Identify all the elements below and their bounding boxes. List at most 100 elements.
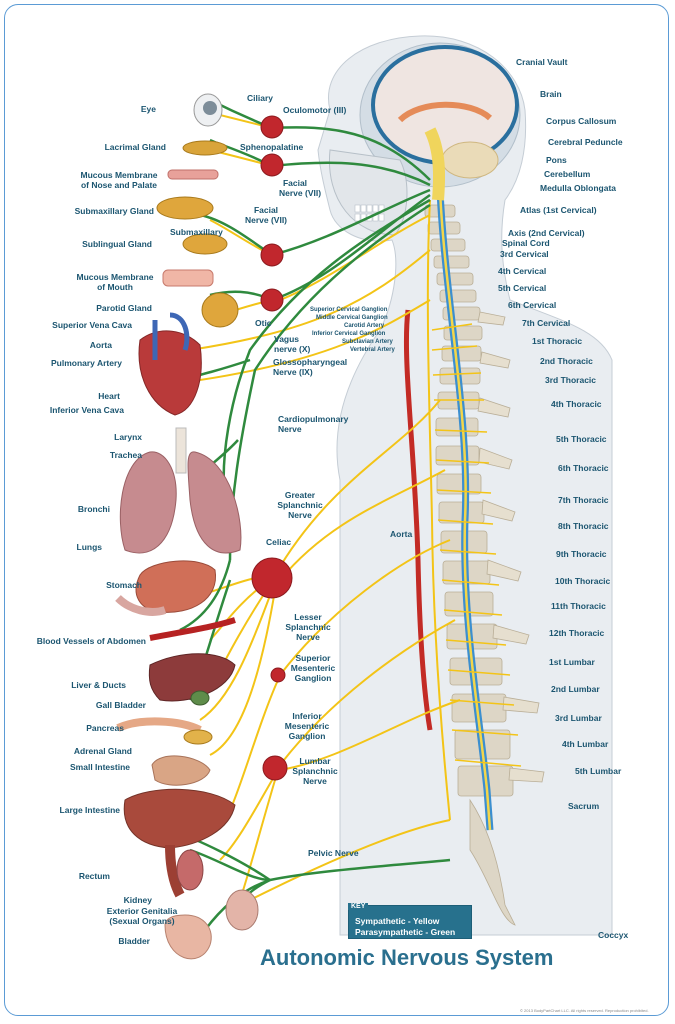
label-cranial-vault: Cranial Vault — [516, 57, 568, 67]
label-t5: 5th Thoracic — [556, 434, 607, 444]
spinal-processes — [477, 311, 545, 783]
trachea-organ — [175, 427, 187, 474]
label-brain: Brain — [540, 89, 562, 99]
label-pons: Pons — [546, 155, 567, 165]
pancreas-organ — [116, 717, 202, 734]
organs — [115, 93, 259, 960]
label-gall-bladder: Gall Bladder — [95, 700, 146, 710]
left-lung-organ — [119, 451, 177, 554]
celiac-ganglion — [251, 557, 293, 599]
label-inferior-vena-cava: Inferior Vena Cava — [49, 405, 124, 415]
label-pancreas: Pancreas — [86, 723, 124, 733]
ciliary-ganglion — [260, 115, 284, 139]
label-carotid: Carotid Artery — [344, 323, 385, 329]
label-coccyx: Coccyx — [598, 930, 629, 940]
label-submaxillary-gland: Submaxillary Gland — [74, 206, 154, 216]
label-pulmonary-artery: Pulmonary Artery — [50, 358, 122, 368]
label-l5: 5th Lumbar — [575, 766, 622, 776]
liver-organ — [148, 653, 236, 702]
label-middle-cervical: Middle Cervical Ganglion — [316, 315, 388, 321]
teeth — [354, 204, 385, 222]
label-spinal-cord: Spinal Cord — [502, 238, 550, 248]
label-t1: 1st Thoracic — [532, 336, 583, 346]
kidney-organ — [176, 849, 204, 891]
label-inferior-cervical: Inferior Cervical Ganglion — [312, 331, 386, 337]
submaxillary-ganglion — [260, 243, 284, 267]
label-t11: 11th Thoracic — [551, 601, 606, 611]
label-lacrimal-gland: Lacrimal Gland — [104, 142, 166, 152]
label-subclavian: Subclavian Artery — [342, 339, 393, 345]
lacrimal-gland-organ — [182, 140, 228, 156]
label-lungs: Lungs — [76, 542, 103, 552]
label-sphenopalatine: Sphenopalatine — [240, 142, 304, 152]
label-cerebral-peduncle: Cerebral Peduncle — [548, 137, 623, 147]
label-t7: 7th Thoracic — [558, 495, 609, 505]
label-l1: 1st Lumbar — [549, 657, 595, 667]
small-intestine-organ — [151, 755, 211, 786]
label-t8: 8th Thoracic — [558, 521, 609, 531]
sphenopalatine-ganglion — [260, 153, 284, 177]
poster-frame — [4, 4, 669, 1016]
label-corpus-callosum: Corpus Callosum — [546, 116, 617, 126]
label-pelvic-nerve: Pelvic Nerve — [308, 848, 359, 858]
label-stomach: Stomach — [106, 580, 142, 590]
label-c6: 6th Cervical — [508, 300, 557, 310]
label-medulla: Medulla Oblongata — [540, 183, 617, 193]
label-liver: Liver & Ducts — [71, 680, 126, 690]
rectum-organ — [165, 844, 185, 898]
label-celiac: Celiac — [266, 537, 292, 547]
label-c4: 4th Cervical — [498, 266, 547, 276]
label-cerebellum: Cerebellum — [544, 169, 591, 179]
aorta-vessel — [403, 309, 433, 731]
legend-sympathetic: Sympathetic - Yellow — [355, 916, 440, 926]
label-superior-vena-cava: Superior Vena Cava — [52, 320, 132, 330]
label-small-intestine: Small Intestine — [70, 762, 130, 772]
label-superior-cervical: Superior Cervical Ganglion — [310, 307, 388, 313]
mouth-membrane-organ — [162, 269, 214, 287]
label-t6: 6th Thoracic — [558, 463, 609, 473]
label-heart: Heart — [98, 391, 120, 401]
sublingual-gland-organ — [182, 233, 228, 255]
parotid-gland-organ — [201, 292, 239, 328]
label-submaxillary: Submaxillary — [170, 227, 223, 237]
submaxillary-gland-organ — [156, 196, 214, 220]
label-parotid-gland: Parotid Gland — [96, 303, 152, 313]
right-lung-organ — [187, 451, 242, 554]
corpus-callosum — [397, 101, 493, 123]
label-aorta-spine: Aorta — [390, 529, 413, 539]
label-aorta-left: Aorta — [89, 340, 112, 350]
abdominal-vessels-organ — [149, 617, 236, 641]
nose-membrane-organ — [167, 169, 219, 180]
large-intestine-organ — [123, 788, 236, 849]
label-l4: 4th Lumbar — [562, 739, 609, 749]
label-larynx: Larynx — [114, 432, 142, 442]
label-atlas: Atlas (1st Cervical) — [520, 205, 597, 215]
label-large-intestine: Large Intestine — [59, 805, 120, 815]
genitalia-organ — [225, 889, 259, 931]
label-t9: 9th Thoracic — [556, 549, 607, 559]
label-l2: 2nd Lumbar — [551, 684, 600, 694]
copyright-notice: © 2013 BodyPartChart LLC. All rights res… — [520, 1008, 649, 1013]
bladder-organ — [164, 914, 212, 960]
brainstem — [424, 127, 446, 201]
label-otic: Otic — [255, 318, 272, 328]
stomach-organ — [135, 560, 216, 613]
legend-heading: KEY — [348, 903, 369, 910]
label-c5: 5th Cervical — [498, 283, 547, 293]
label-eye: Eye — [140, 104, 156, 114]
label-ciliary: Ciliary — [247, 93, 273, 103]
label-c7: 7th Cervical — [522, 318, 571, 328]
ganglia — [251, 115, 293, 781]
gall-bladder-organ — [190, 690, 210, 706]
label-rectum: Rectum — [78, 871, 110, 881]
label-t3: 3rd Thoracic — [545, 375, 597, 385]
label-t12: 12th Thoracic — [549, 628, 605, 638]
label-sublingual-gland: Sublingual Gland — [82, 239, 152, 249]
